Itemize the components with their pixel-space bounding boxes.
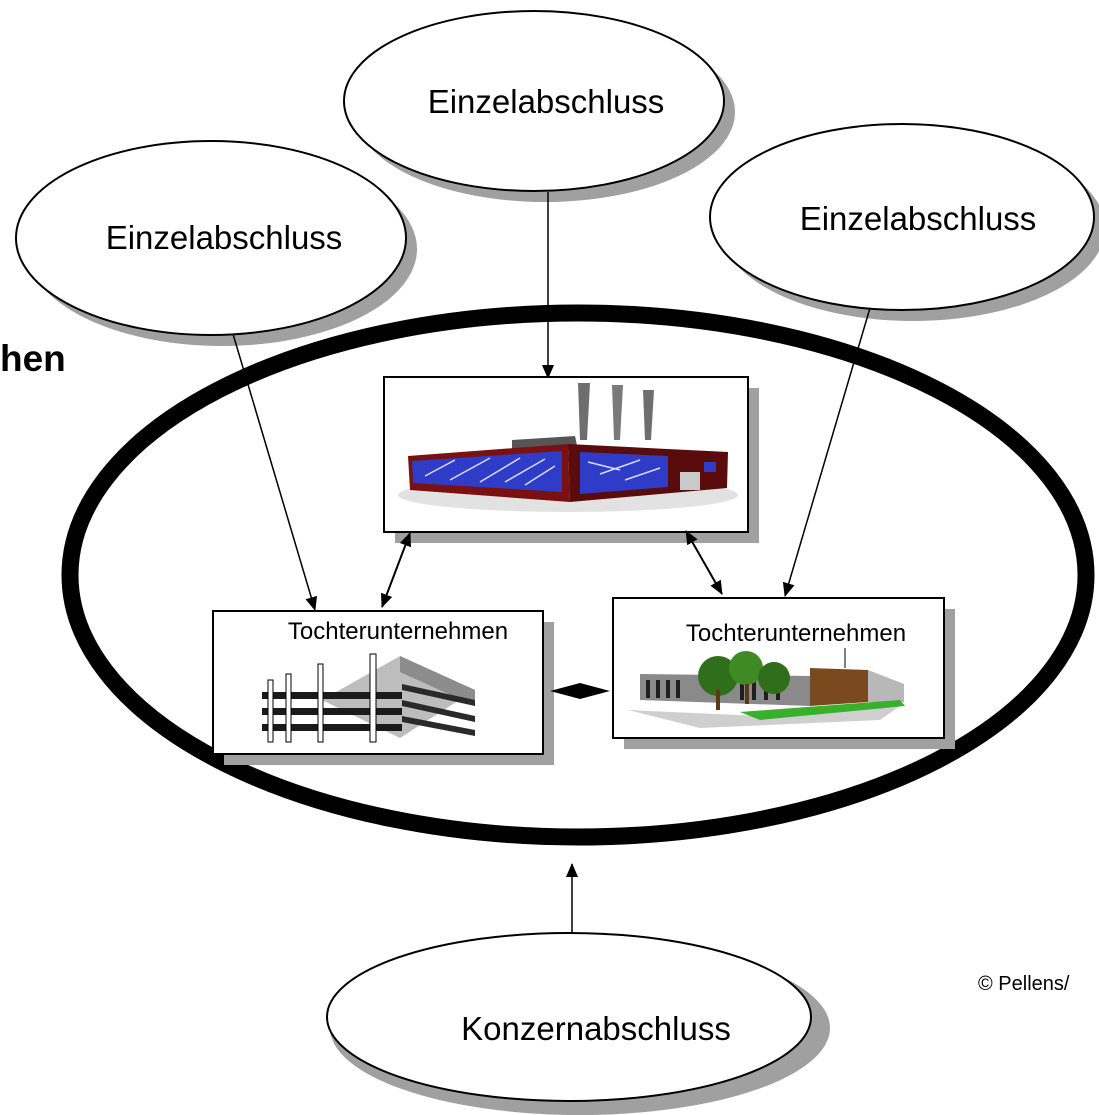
parent-company-box xyxy=(383,376,759,543)
group-boundary-ellipse xyxy=(61,304,1095,846)
single-statement-right-label: Einzelabschluss xyxy=(800,200,1037,237)
subsidiary-right-label: Tochterunternehmen xyxy=(686,620,906,647)
link-subsidiaries-diamond xyxy=(550,683,610,699)
factory-icon xyxy=(398,383,738,512)
side-heading-fragment: hen xyxy=(0,338,66,379)
subsidiary-box-right: Tochterunternehmen xyxy=(612,597,955,749)
office-building-icon xyxy=(262,653,475,743)
copyright-note: © Pellens/ xyxy=(978,973,1070,995)
arrow-left-to-subsidiary xyxy=(232,333,318,611)
single-statement-left: Einzelabschluss xyxy=(15,140,417,346)
single-statement-right: Einzelabschluss xyxy=(709,123,1099,321)
subsidiary-box-left: Tochterunternehmen xyxy=(212,610,554,765)
arrow-right-to-subsidiary xyxy=(782,307,871,597)
subsidiary-left-label: Tochterunternehmen xyxy=(288,618,508,645)
consolidated-statement-label: Konzernabschluss xyxy=(461,1010,731,1047)
link-parent-subsidiary-right xyxy=(685,530,723,595)
single-statement-top-label: Einzelabschluss xyxy=(428,83,665,120)
single-statement-left-label: Einzelabschluss xyxy=(106,219,343,256)
campus-building-icon xyxy=(628,648,905,728)
consolidated-statement: Konzernabschluss xyxy=(326,932,830,1115)
link-parent-subsidiary-left xyxy=(380,532,412,608)
single-statement-top: Einzelabschluss xyxy=(343,10,735,202)
